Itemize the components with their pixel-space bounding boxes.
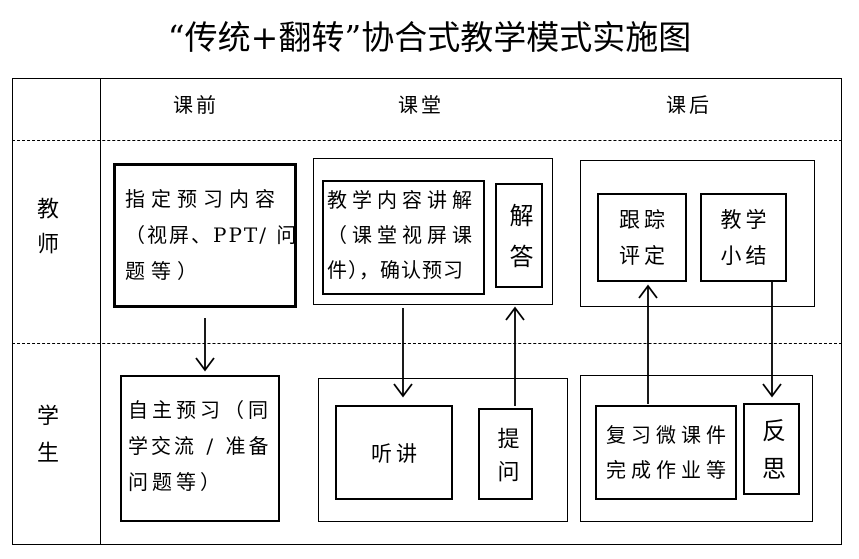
box-text-line: （视屏、PPT/ 问	[125, 223, 299, 247]
listen-label: 听讲	[371, 441, 421, 466]
box-text-line: 学交流 / 准备	[128, 434, 272, 458]
student-reflect-box: 反思	[743, 403, 800, 495]
box-text-line: 跟踪	[619, 207, 669, 232]
box-text-line: 问题等）	[128, 470, 224, 494]
row-label-divider	[100, 78, 101, 545]
column-header-pre-class: 课前	[173, 93, 219, 117]
box-text-line: 复习微课件	[606, 422, 731, 447]
student-pre-class-box: 自主预习（同 学交流 / 准备 问题等）	[120, 375, 280, 522]
student-after-class-group	[580, 375, 813, 522]
box-text-line: （课堂视屏课	[327, 223, 477, 247]
student-listen-box: 听讲	[335, 405, 453, 500]
row-dashed-divider	[12, 343, 842, 344]
reflect-label: 反思	[757, 418, 786, 494]
box-text-line: 完成作业等	[606, 457, 731, 482]
student-ask-box: 提问	[478, 408, 533, 500]
diagram-title: “传统+翻转”协合式教学模式实施图	[167, 18, 692, 57]
teacher-summary-box: 教学 小结	[700, 193, 787, 282]
student-review-box: 复习微课件 完成作业等	[595, 405, 737, 500]
box-text-line: 指定预习内容	[125, 187, 281, 211]
header-dashed-divider	[12, 140, 842, 141]
teacher-evaluate-box: 跟踪 评定	[597, 193, 687, 282]
box-text-line: 教学	[720, 207, 771, 232]
box-text-line: 自主预习（同	[128, 398, 272, 422]
box-text-line: 评定	[619, 243, 669, 268]
box-text-line: 小结	[720, 243, 771, 268]
box-text-line: 件），确认预习	[327, 258, 464, 282]
teacher-pre-class-box: 指定预习内容 （视屏、PPT/ 问 题等）	[113, 163, 297, 308]
answer-label: 解答	[505, 203, 533, 285]
student-in-class-group	[318, 378, 568, 522]
box-text-line: 教学内容讲解	[327, 188, 477, 212]
column-header-in-class: 课堂	[398, 93, 444, 117]
teacher-after-class-group	[580, 160, 815, 307]
row-label-teacher: 教师	[33, 197, 58, 267]
teacher-in-class-group	[313, 158, 553, 305]
ask-label: 提问	[493, 426, 519, 493]
box-text-line: 题等）	[125, 259, 203, 283]
teacher-lecture-box: 教学内容讲解 （课堂视屏课 件），确认预习	[322, 180, 485, 295]
column-header-after-class: 课后	[666, 93, 712, 117]
row-label-student: 学生	[33, 404, 58, 478]
table-frame	[12, 78, 842, 545]
teacher-answer-box: 解答	[495, 183, 543, 288]
